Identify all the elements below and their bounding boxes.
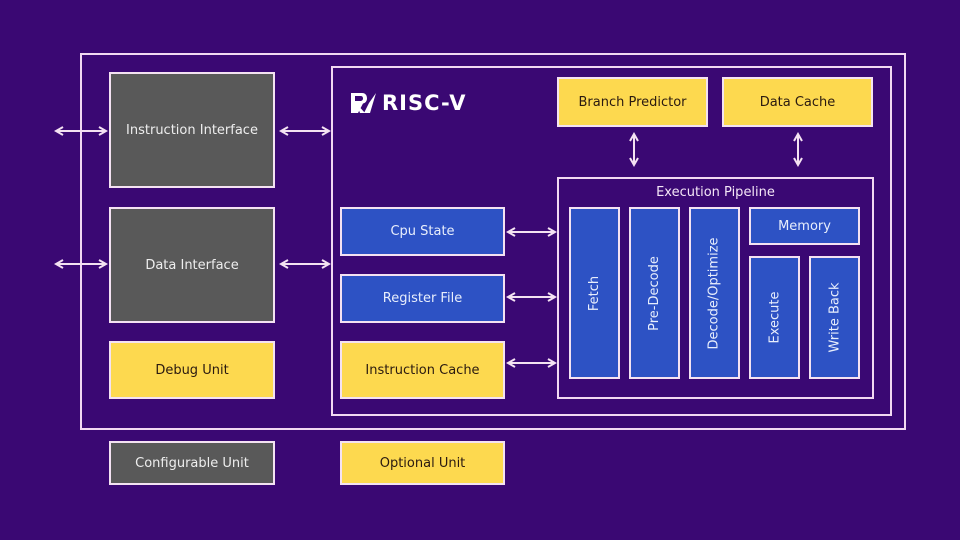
execution-pipeline-frame: [557, 177, 874, 399]
fetch-stage[interactable]: Fetch: [569, 207, 620, 379]
branch-predictor-label: Branch Predictor: [578, 94, 687, 110]
data-interface-box[interactable]: Data Interface: [109, 207, 275, 323]
execute-stage[interactable]: Execute: [749, 256, 800, 379]
risc-v-logo: RISC-V: [351, 92, 466, 114]
register-file-box[interactable]: Register File: [340, 274, 505, 323]
outer-frame: [80, 53, 906, 430]
instruction-cache-label: Instruction Cache: [365, 362, 480, 378]
decode-optimize-stage[interactable]: Decode/Optimize: [689, 207, 740, 379]
data-interface-label: Data Interface: [145, 257, 239, 273]
risc-v-logo-text: RISC-V: [382, 91, 467, 115]
legend-optional-label: Optional Unit: [379, 455, 466, 471]
legend-configurable-label: Configurable Unit: [135, 455, 249, 471]
memory-label: Memory: [778, 218, 831, 234]
data-cache-box[interactable]: Data Cache: [722, 77, 873, 127]
branch-predictor-box[interactable]: Branch Predictor: [557, 77, 708, 127]
core-frame: [331, 66, 892, 416]
data-cache-label: Data Cache: [759, 94, 836, 110]
instruction-cache-box[interactable]: Instruction Cache: [340, 341, 505, 399]
register-file-label: Register File: [382, 291, 463, 306]
cpu-state-box[interactable]: Cpu State: [340, 207, 505, 256]
pre-decode-stage[interactable]: Pre-Decode: [629, 207, 680, 379]
execution-pipeline-title: Execution Pipeline: [656, 185, 775, 200]
cpu-state-label: Cpu State: [390, 224, 455, 239]
memory-stage[interactable]: Memory: [749, 207, 860, 245]
debug-unit-box[interactable]: Debug Unit: [109, 341, 275, 399]
instruction-interface-box[interactable]: Instruction Interface: [109, 72, 275, 188]
debug-unit-label: Debug Unit: [155, 362, 229, 378]
risc-v-logo-icon: [351, 93, 376, 113]
write-back-stage[interactable]: Write Back: [809, 256, 860, 379]
instruction-interface-label: Instruction Interface: [126, 122, 258, 138]
legend-configurable-unit: Configurable Unit: [109, 441, 275, 485]
legend-optional-unit: Optional Unit: [340, 441, 505, 485]
